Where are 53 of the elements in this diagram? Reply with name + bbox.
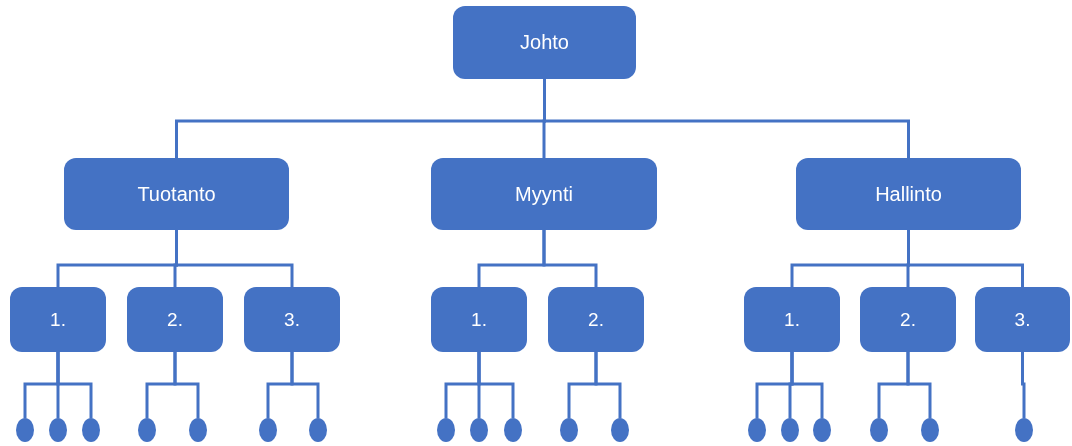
department-box	[975, 287, 1070, 352]
leaf-ellipse	[138, 418, 156, 442]
department-box	[10, 287, 106, 352]
leaf-ellipse	[560, 418, 578, 442]
leaf-ellipse	[870, 418, 888, 442]
box-label: 2.	[900, 308, 916, 331]
box-label: 3.	[284, 308, 300, 331]
connector-line	[173, 352, 200, 418]
connector-line	[56, 352, 93, 418]
department-box	[431, 158, 657, 230]
leaf-ellipse	[1015, 418, 1033, 442]
leaf-ellipse	[504, 418, 522, 442]
department-box	[431, 287, 527, 352]
box-label: 2.	[588, 308, 604, 331]
leaf-ellipse	[470, 418, 488, 442]
connector-line	[907, 230, 1024, 287]
box-label: 1.	[50, 308, 66, 331]
leaf-ellipse	[82, 418, 100, 442]
leaf-ellipse	[748, 418, 766, 442]
box-label: 3.	[1014, 308, 1031, 331]
leaf-ellipse	[921, 418, 939, 442]
box-label: 1.	[784, 308, 800, 331]
leaf-ellipse	[781, 418, 799, 442]
department-box	[127, 287, 223, 352]
department-box	[744, 287, 840, 352]
leaf-ellipse	[611, 418, 629, 442]
leaf-ellipse	[309, 418, 327, 442]
connector-line	[477, 352, 515, 418]
connector-line	[290, 352, 320, 418]
department-box	[244, 287, 340, 352]
box-label: Myynti	[515, 182, 573, 206]
box-label: Johto	[520, 31, 569, 54]
box-label: 2.	[167, 308, 183, 331]
department-box	[64, 158, 289, 230]
box-label: Tuotanto	[137, 182, 216, 206]
department-box	[548, 287, 644, 352]
leaf-ellipse	[437, 418, 455, 442]
connector-line	[594, 352, 622, 418]
connector-line	[790, 352, 824, 418]
department-box	[860, 287, 956, 352]
leaf-ellipse	[16, 418, 34, 442]
leaf-ellipse	[813, 418, 831, 442]
department-box	[796, 158, 1021, 230]
connector-line	[1021, 352, 1026, 418]
org-box	[453, 6, 636, 79]
connector-line	[542, 230, 598, 287]
connector-line	[906, 352, 932, 418]
box-label: Hallinto	[875, 182, 942, 206]
leaf-ellipse	[189, 418, 207, 442]
leaf-ellipse	[49, 418, 67, 442]
connector-line	[543, 79, 910, 158]
leaf-ellipse	[259, 418, 277, 442]
box-label: 1.	[471, 308, 487, 331]
